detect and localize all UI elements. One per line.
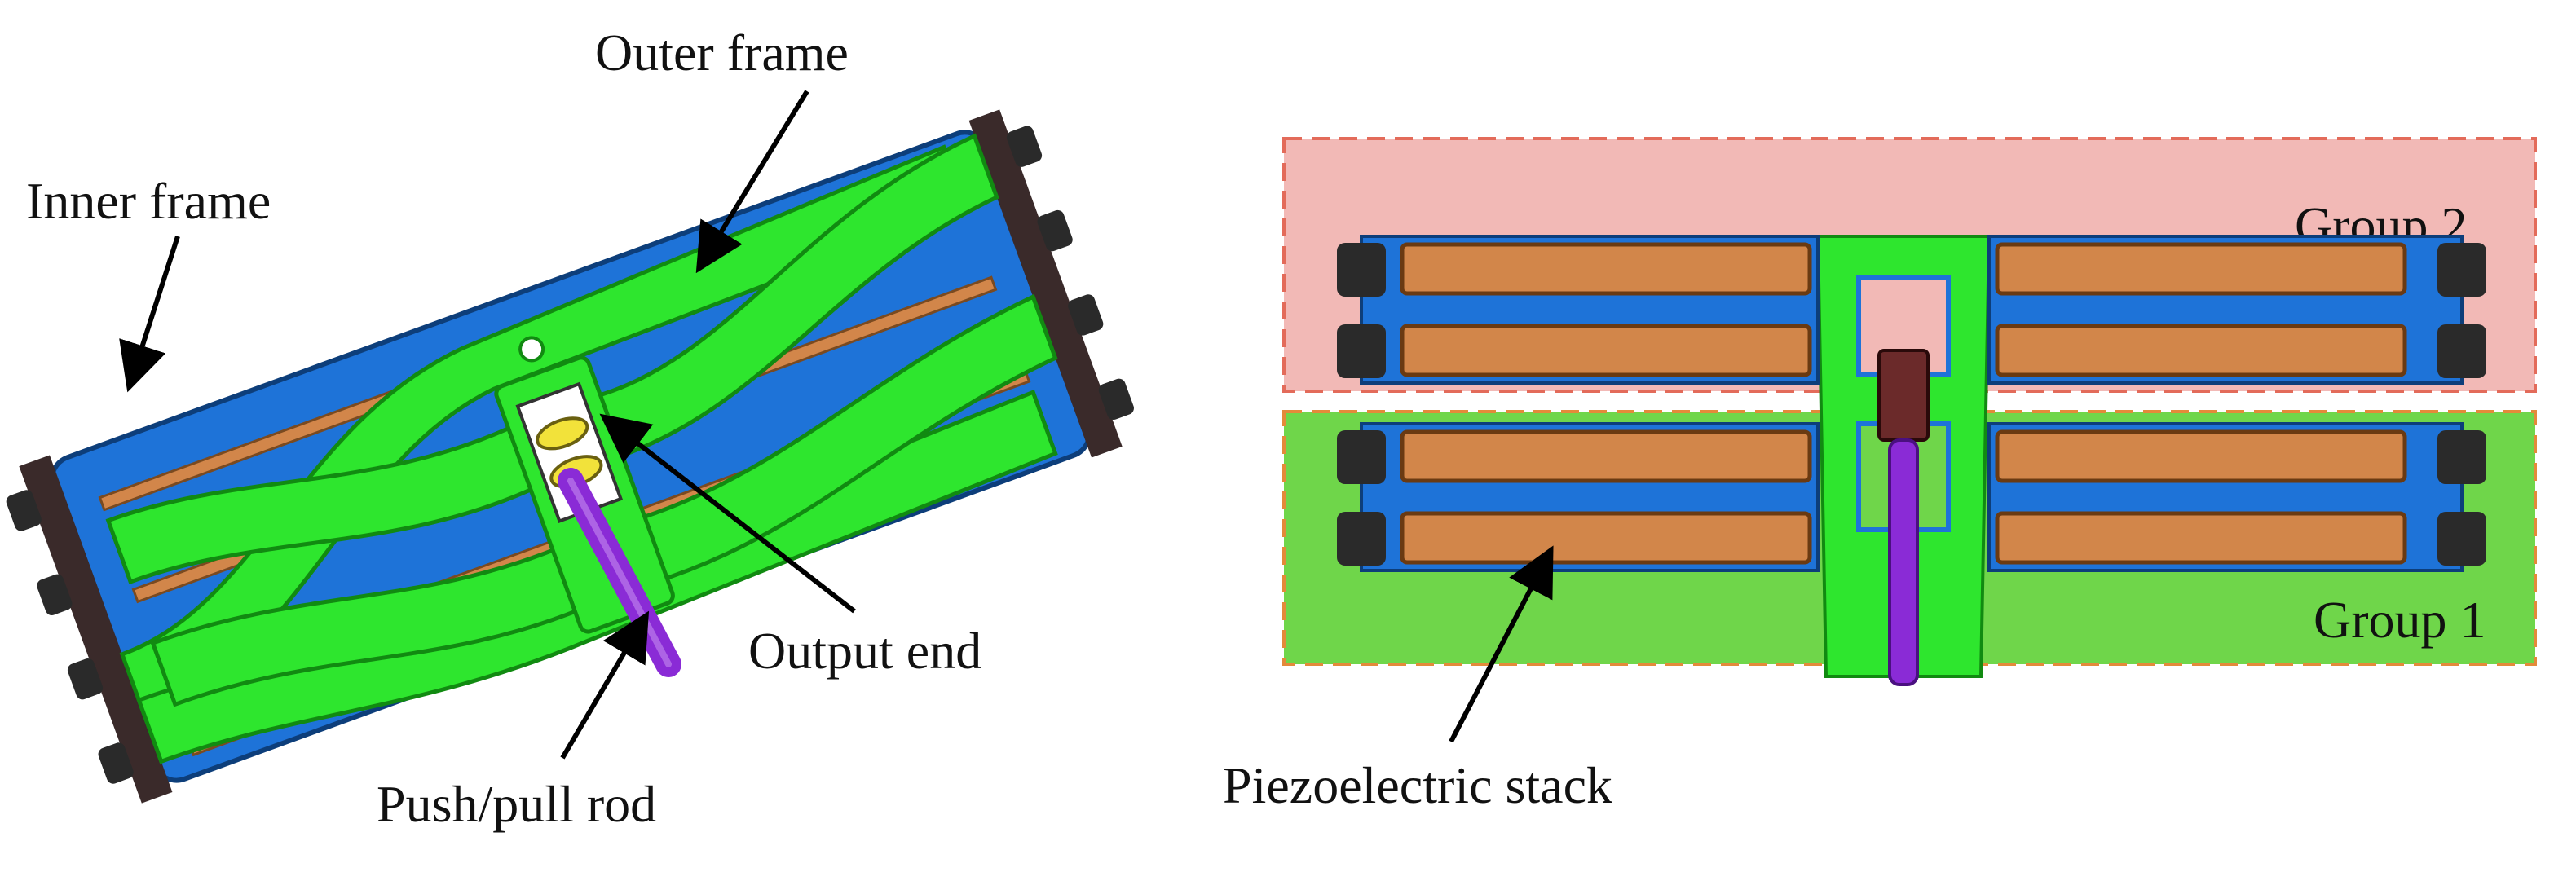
piezo-stack-label: Piezoelectric stack (1223, 756, 1612, 814)
push-pull-rod-2d (1888, 438, 1919, 686)
piezo-stack-6 (1400, 511, 1812, 565)
outer-frame-3d (105, 133, 1058, 764)
piezo-stack-3 (1995, 242, 2407, 296)
right-bolts (1006, 126, 1134, 421)
isometric-actuator-view (6, 109, 1134, 804)
center-upper-window (1856, 275, 1951, 377)
output-cap (1877, 349, 1930, 442)
piezo-stack-1 (1400, 242, 1812, 296)
push-pull-rod-arrow (560, 610, 650, 760)
right-end-plate (968, 109, 1123, 458)
front-view: Group 2 Group 1 (1282, 137, 2537, 686)
left-bolts (6, 490, 134, 784)
group-1-label: Group 1 (2314, 591, 2486, 649)
output-end-label: Output end (748, 622, 981, 680)
output-end-arrow (599, 413, 856, 614)
piezo-stacks-2d (1400, 242, 2407, 565)
outer-frame-arrow (695, 90, 809, 274)
piezo-stack-5 (1400, 429, 1812, 483)
left-end-plate (19, 455, 173, 804)
piezo-stack-7 (1995, 429, 2407, 483)
piezo-stack-8 (1995, 511, 2407, 565)
push-pull-rod-label: Push/pull rod (377, 775, 656, 833)
piezo-stack-arrow (1449, 545, 1554, 743)
inner-frame-arrow (119, 236, 180, 393)
piezo-stack-2 (1400, 324, 1812, 377)
outer-frame-label: Outer frame (595, 24, 849, 81)
piezo-stack-4 (1995, 324, 2407, 377)
end-bolts-2d (1337, 243, 2486, 566)
outer-frame-hole (518, 336, 545, 363)
output-end-washer-top (536, 416, 589, 451)
inner-frame-label: Inner frame (26, 172, 271, 230)
